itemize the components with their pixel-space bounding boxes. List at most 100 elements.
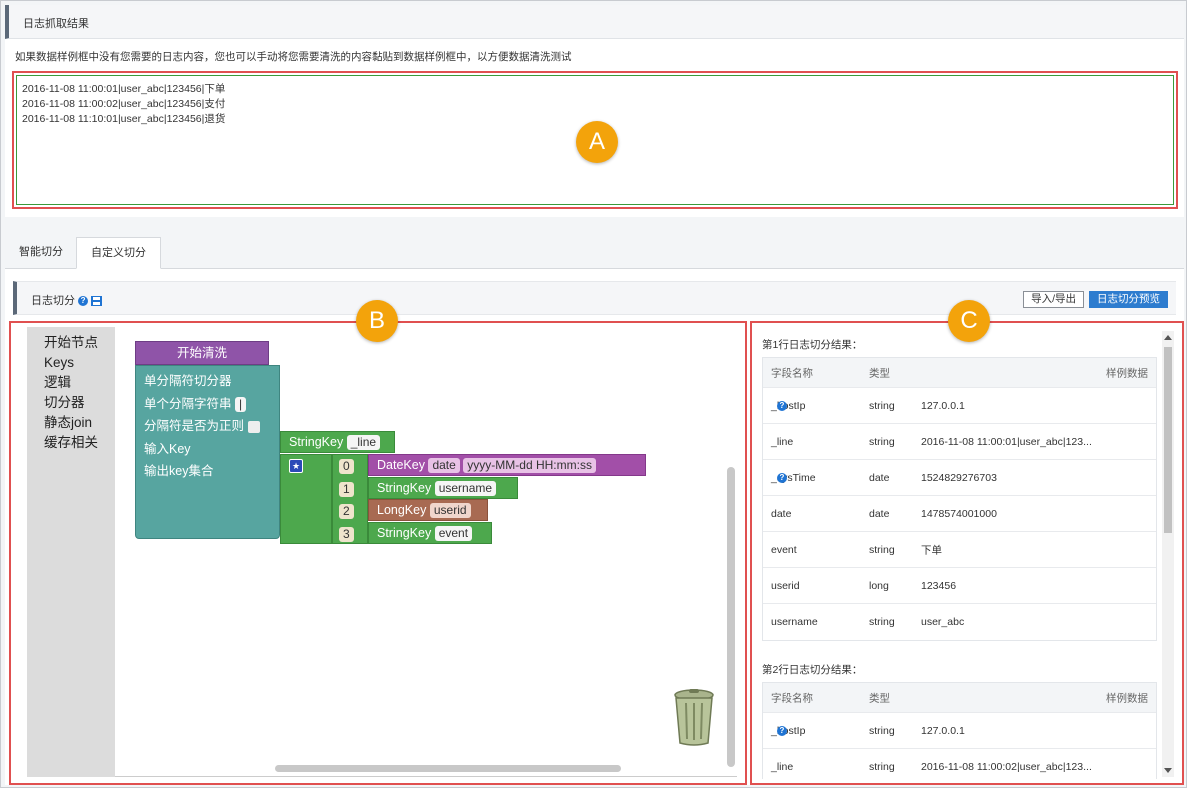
- tab-smart-split[interactable]: 智能切分: [19, 246, 63, 258]
- question-circle-icon[interactable]: ?: [777, 472, 787, 483]
- userid-key-block[interactable]: LongKey userid: [368, 499, 488, 521]
- custom-split-panel: 日志切分 ? 导入/导出 日志切分预览 开始节点 Keys 逻辑 切分器 静态j…: [5, 269, 1184, 785]
- tab-custom-split[interactable]: 自定义切分: [76, 237, 161, 269]
- import-export-button[interactable]: 导入/导出: [1023, 291, 1084, 308]
- field-name: event: [771, 543, 797, 556]
- field-sample: 127.0.0.1: [921, 724, 965, 737]
- table-header: 字段名称 类型 样例数据: [763, 683, 1156, 713]
- input-key-label: 输入Key: [144, 442, 191, 456]
- toolbox-item-start-node[interactable]: 开始节点: [44, 335, 98, 350]
- field-sample: 123456: [921, 579, 957, 592]
- results-scrollbar[interactable]: [1162, 331, 1174, 777]
- index-1: 1: [339, 482, 354, 497]
- username-key-block[interactable]: StringKey username: [368, 477, 518, 499]
- log-capture-header: 日志抓取结果: [5, 5, 1184, 39]
- badge-b: B: [356, 300, 398, 342]
- datekey-label: DateKey: [377, 458, 425, 472]
- star-gear-icon[interactable]: ★: [289, 459, 303, 473]
- table-header: 字段名称 类型 样例数据: [763, 358, 1156, 388]
- field-type: string: [869, 435, 895, 448]
- header-sample: 样例数据: [1106, 367, 1148, 379]
- workspace-vertical-scrollbar[interactable]: [727, 467, 735, 767]
- date-format-field[interactable]: yyyy-MM-dd HH:mm:ss: [463, 458, 596, 473]
- log-sample-box: 2016-11-08 11:00:01|user_abc|123456|下单 2…: [12, 71, 1178, 209]
- index-2: 2: [339, 504, 354, 519]
- scroll-up-icon[interactable]: [1164, 335, 1172, 340]
- start-clean-block[interactable]: 开始清洗: [135, 341, 269, 365]
- table-row: event string 下单: [763, 532, 1156, 568]
- table-row: _line string 2016-11-08 11:00:02|user_ab…: [763, 749, 1156, 779]
- scroll-down-icon[interactable]: [1164, 768, 1172, 773]
- single-sep-label: 单个分隔字符串 |: [144, 393, 247, 412]
- datekey-block[interactable]: DateKey date yyyy-MM-dd HH:mm:ss: [368, 454, 646, 476]
- separator-field[interactable]: |: [235, 397, 247, 412]
- header-field-name: 字段名称: [771, 367, 813, 379]
- index-0: 0: [339, 459, 354, 474]
- toolbox-item-keys[interactable]: Keys: [44, 355, 75, 370]
- index-3: 3: [339, 527, 354, 542]
- output-keys-label: 输出key集合: [144, 464, 214, 478]
- field-name: date: [771, 507, 792, 520]
- split-tabs: 智能切分 自定义切分: [5, 233, 1184, 269]
- input-stringkey-label: StringKey: [289, 435, 344, 449]
- start-clean-label: 开始清洗: [176, 346, 227, 360]
- film-icon[interactable]: [91, 296, 103, 307]
- question-circle-icon[interactable]: ?: [777, 400, 787, 411]
- regex-checkbox[interactable]: [247, 420, 260, 433]
- sample-hint: 如果数据样例框中没有您需要的日志内容，您也可以手动将您需要清洗的内容黏贴到数据样…: [15, 51, 572, 63]
- scroll-thumb[interactable]: [1164, 347, 1172, 533]
- table-row: username string user_abc: [763, 604, 1156, 640]
- preview-button[interactable]: 日志切分预览: [1089, 291, 1168, 308]
- userid-key-label: LongKey: [377, 503, 427, 517]
- field-name: userid: [771, 579, 800, 592]
- log-capture-panel: 如果数据样例框中没有您需要的日志内容，您也可以手动将您需要清洗的内容黏贴到数据样…: [5, 39, 1184, 217]
- splitter-label: 单分隔符切分器: [144, 374, 232, 388]
- header-field-name: 字段名称: [771, 692, 813, 704]
- field-name: _line: [771, 435, 794, 448]
- result-title-1: 第1行日志切分结果：: [762, 339, 863, 351]
- field-type: string: [869, 724, 895, 737]
- toolbox-item-static-join[interactable]: 静态join: [44, 415, 93, 430]
- field-type: string: [869, 616, 895, 628]
- field-type: long: [869, 579, 889, 592]
- block-workspace[interactable]: 开始清洗 单分隔符切分器 单个分隔字符串 | 分隔符是否为正则 输入Key 输出…: [115, 327, 737, 777]
- table-row: _sysTime ? date 1524829276703: [763, 460, 1156, 496]
- date-field[interactable]: date: [428, 458, 460, 473]
- line-field[interactable]: _line: [346, 435, 381, 450]
- field-sample: 1478574001000: [921, 507, 997, 520]
- log-capture-title: 日志抓取结果: [23, 18, 89, 30]
- workspace-horizontal-scrollbar[interactable]: [275, 765, 621, 772]
- result-table-1: 字段名称 类型 样例数据 _hostIp ? string 127.0.0.1 …: [762, 357, 1157, 641]
- log-sample-textarea[interactable]: 2016-11-08 11:00:01|user_abc|123456|下单 2…: [16, 75, 1174, 205]
- log-line: 2016-11-08 11:00:02|user_abc|123456|支付: [22, 98, 226, 110]
- table-row: date date 1478574001000: [763, 496, 1156, 532]
- event-field[interactable]: event: [434, 526, 473, 541]
- username-field[interactable]: username: [434, 481, 497, 496]
- split-results: 第1行日志切分结果： 字段名称 类型 样例数据 _hostIp ? string…: [750, 321, 1184, 785]
- question-circle-icon[interactable]: ?: [777, 725, 787, 736]
- block-toolbox: 开始节点 Keys 逻辑 切分器 静态join 缓存相关: [27, 327, 115, 777]
- field-type: date: [869, 507, 890, 520]
- field-type: date: [869, 471, 890, 484]
- splitter-block[interactable]: 单分隔符切分器 单个分隔字符串 | 分隔符是否为正则 输入Key 输出key集合: [135, 365, 280, 539]
- userid-field[interactable]: userid: [429, 503, 471, 518]
- result-table-2: 字段名称 类型 样例数据 _hostIp ? string 127.0.0.1 …: [762, 682, 1157, 779]
- input-stringkey-block[interactable]: StringKey _line: [280, 431, 395, 453]
- username-key-label: StringKey: [377, 481, 432, 495]
- result-title-2: 第2行日志切分结果：: [762, 664, 863, 676]
- field-sample: 2016-11-08 11:00:02|user_abc|123...: [921, 760, 1092, 773]
- toolbox-item-cache[interactable]: 缓存相关: [44, 435, 98, 450]
- table-row: _line string 2016-11-08 11:00:01|user_ab…: [763, 424, 1156, 460]
- field-sample: 127.0.0.1: [921, 399, 965, 412]
- event-key-block[interactable]: StringKey event: [368, 522, 492, 544]
- table-row: _hostIp ? string 127.0.0.1: [763, 388, 1156, 424]
- trash-icon[interactable]: [671, 689, 717, 747]
- question-circle-icon[interactable]: ?: [78, 296, 89, 307]
- badge-a: A: [576, 121, 618, 163]
- key-list-block[interactable]: ★: [280, 454, 332, 544]
- toolbox-item-logic[interactable]: 逻辑: [44, 375, 71, 390]
- header-sample: 样例数据: [1106, 692, 1148, 704]
- event-key-label: StringKey: [377, 526, 432, 540]
- toolbox-item-splitter[interactable]: 切分器: [44, 395, 85, 410]
- split-title: 日志切分: [31, 295, 75, 307]
